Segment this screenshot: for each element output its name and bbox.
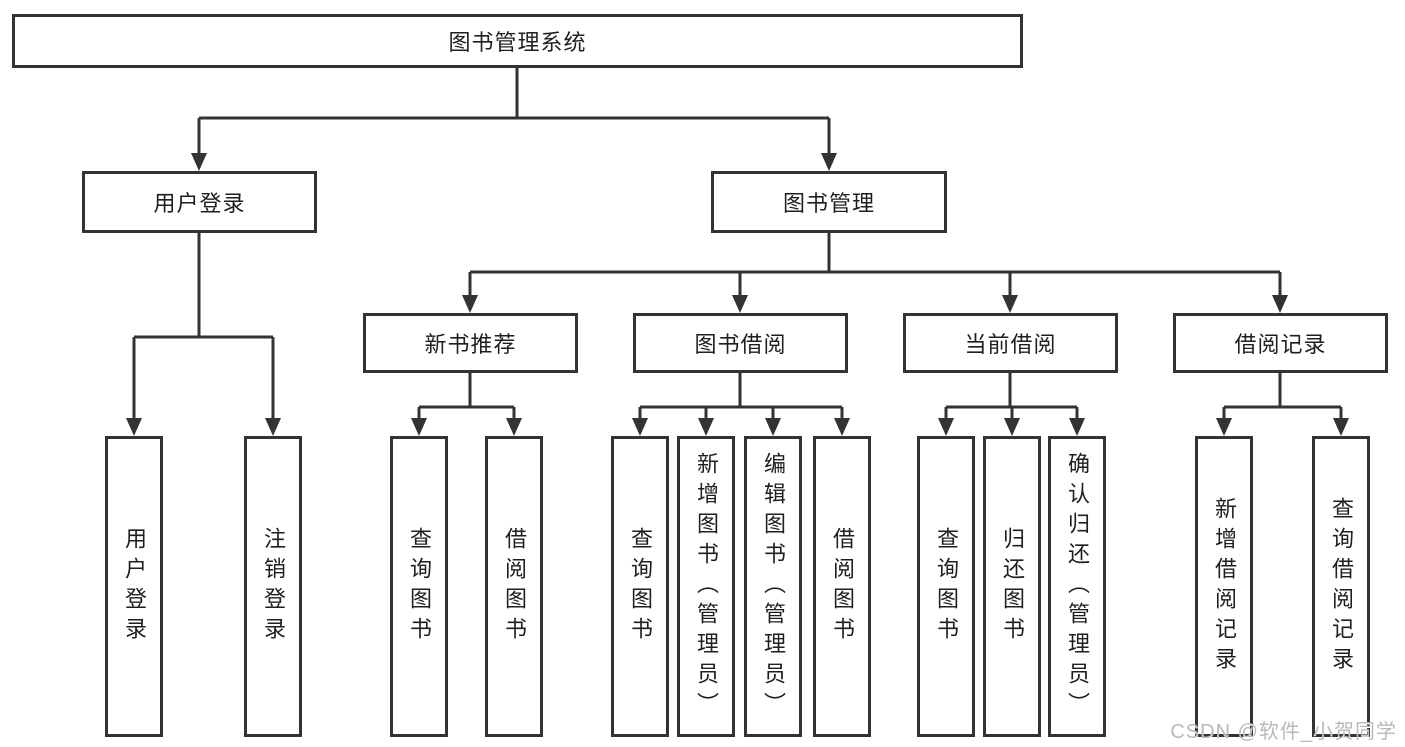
leaf-query-books-borrow: 查询图书 (611, 436, 669, 737)
leaf-return-books: 归还图书 (983, 436, 1041, 737)
node-borrow-records: 借阅记录 (1173, 313, 1388, 373)
node-new-book-recommend: 新书推荐 (363, 313, 578, 373)
leaf-edit-books-admin: 编辑图书（管理员） (744, 436, 802, 737)
leaf-logout: 注销登录 (244, 436, 302, 737)
leaf-query-books-recommend: 查询图书 (390, 436, 448, 737)
node-user-login: 用户登录 (82, 171, 317, 233)
leaf-query-books-current: 查询图书 (917, 436, 975, 737)
node-book-management: 图书管理 (711, 171, 947, 233)
leaf-user-login: 用户登录 (105, 436, 163, 737)
csdn-watermark: CSDN @软件_小贺同学 (1170, 721, 1397, 743)
branch-lines (132, 68, 1343, 419)
node-current-borrow: 当前借阅 (903, 313, 1118, 373)
leaf-add-books-admin: 新增图书（管理员） (677, 436, 735, 737)
node-book-borrow: 图书借阅 (633, 313, 848, 373)
leaf-borrow-books-recommend: 借阅图书 (485, 436, 543, 737)
node-root-system: 图书管理系统 (12, 14, 1023, 68)
leaf-borrow-books: 借阅图书 (813, 436, 871, 737)
leaf-query-borrow-record: 查询借阅记录 (1312, 436, 1370, 737)
leaf-confirm-return-admin: 确认归还（管理员） (1048, 436, 1106, 737)
arrowhead-icons (126, 153, 1349, 436)
leaf-add-borrow-record: 新增借阅记录 (1195, 436, 1253, 737)
